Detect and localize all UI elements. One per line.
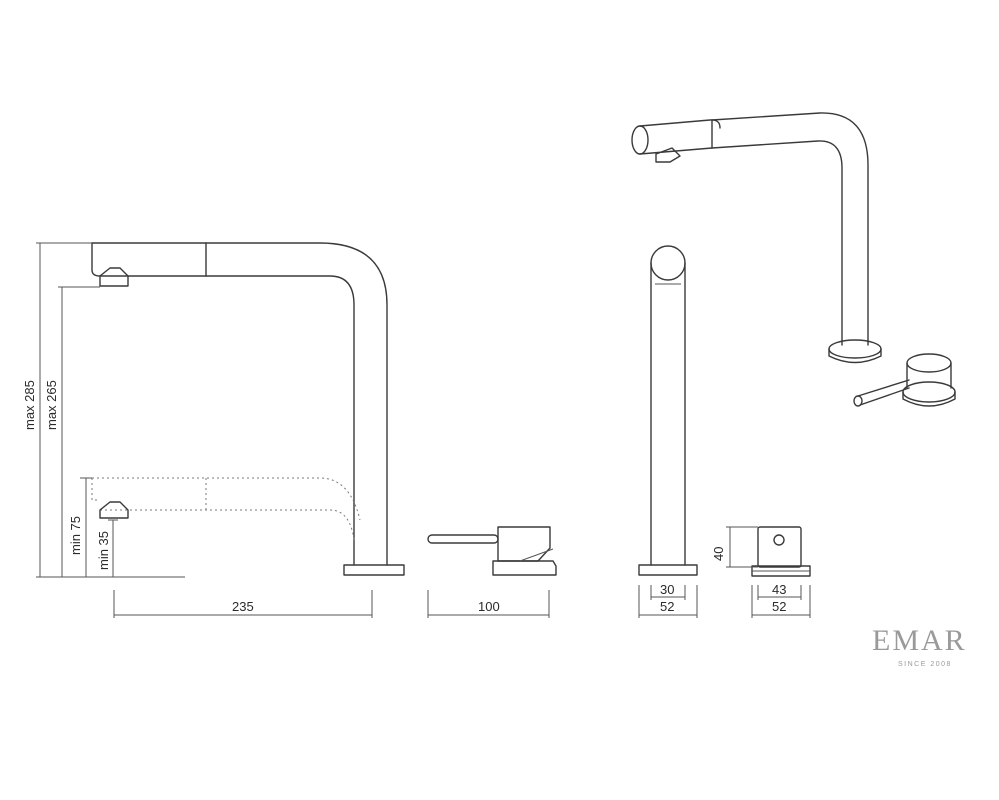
dim-max-285: max 285 [22, 380, 37, 430]
dim-min-35: min 35 [96, 531, 111, 570]
dim-52-mixer: 52 [772, 599, 786, 614]
mixer-side-view [427, 526, 557, 576]
mixer-front-view [751, 526, 811, 577]
dim-line-100 [427, 590, 550, 618]
dim-30: 30 [660, 582, 674, 597]
logo-tagline: SINCE 2008 [898, 661, 952, 668]
dim-lines-spout [638, 585, 698, 618]
faucet-perspective-view [631, 112, 956, 407]
emar-logo: EMAR SINCE 2008 [872, 624, 967, 668]
dim-lines-mixer [726, 526, 811, 618]
dim-line-235 [113, 590, 373, 618]
dim-52-spout: 52 [660, 599, 674, 614]
dim-40: 40 [711, 547, 726, 561]
dim-min-75: min 75 [68, 516, 83, 555]
dim-235: 235 [232, 599, 254, 614]
logo-name: EMAR [872, 624, 967, 657]
dim-100: 100 [478, 599, 500, 614]
faucet-side-view [36, 242, 405, 578]
dim-max-265: max 265 [44, 380, 59, 430]
vertical-dimensions [36, 242, 118, 577]
spout-front-view [638, 245, 698, 576]
dim-43: 43 [772, 582, 786, 597]
